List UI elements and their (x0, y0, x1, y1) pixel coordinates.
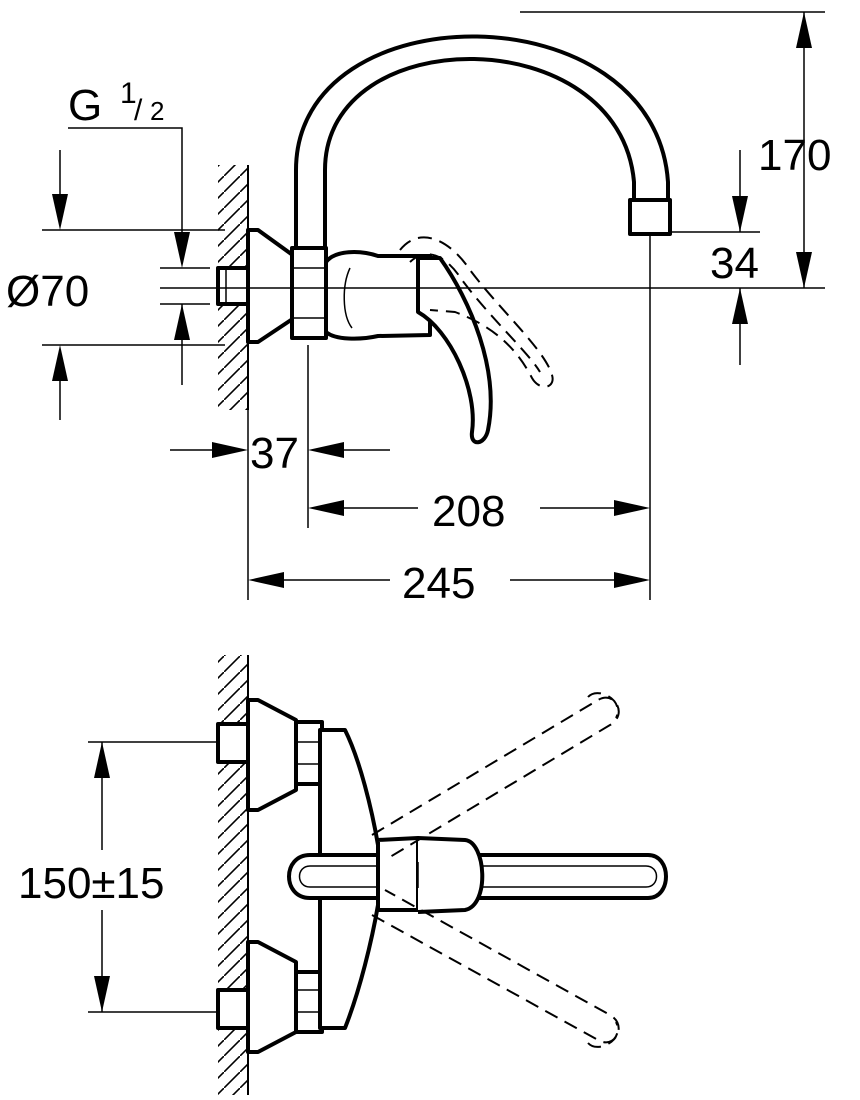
body-projection-label: 37 (250, 429, 299, 478)
lever-handle (416, 256, 493, 445)
outlet-height-label: 34 (710, 239, 759, 288)
escutcheon-flange (246, 228, 296, 344)
spout-height-dimension: 170 (520, 11, 831, 288)
wall-connector (216, 266, 250, 306)
outlet-height-dimension: 34 (670, 150, 760, 365)
mixer-body (324, 250, 432, 341)
spout-gooseneck (294, 34, 670, 252)
diameter-dimension: Ø70 (6, 150, 225, 420)
side-view: G 1 / 2 Ø70 170 (6, 11, 831, 608)
centre-distance-label: 150±15 (18, 859, 165, 908)
thread-label-denominator: 2 (150, 96, 164, 126)
lower-connection (216, 940, 324, 1054)
thread-dimension: G 1 / 2 (68, 77, 210, 385)
centre-distance-dimension: 150±15 (18, 741, 218, 1013)
thread-label-slash: / (134, 94, 143, 127)
upper-connection (216, 698, 324, 812)
total-reach-dimension: 245 (248, 559, 650, 608)
lever-top (376, 836, 420, 912)
spout-reach-dimension: 208 (308, 487, 650, 536)
spout-height-label: 170 (758, 131, 831, 180)
lever-swing-dashed (371, 692, 620, 1048)
lever-alt-position (399, 236, 554, 388)
aerator (628, 198, 672, 236)
total-reach-label: 245 (402, 559, 475, 608)
union-nut (290, 246, 328, 340)
top-view: 150±15 (18, 655, 668, 1095)
diameter-label: Ø70 (6, 267, 89, 316)
thread-label-g: G (68, 81, 102, 130)
spout-reach-label: 208 (432, 487, 505, 536)
thread-label-numerator: 1 (120, 77, 137, 110)
body-projection-dimension: 37 (170, 429, 390, 478)
